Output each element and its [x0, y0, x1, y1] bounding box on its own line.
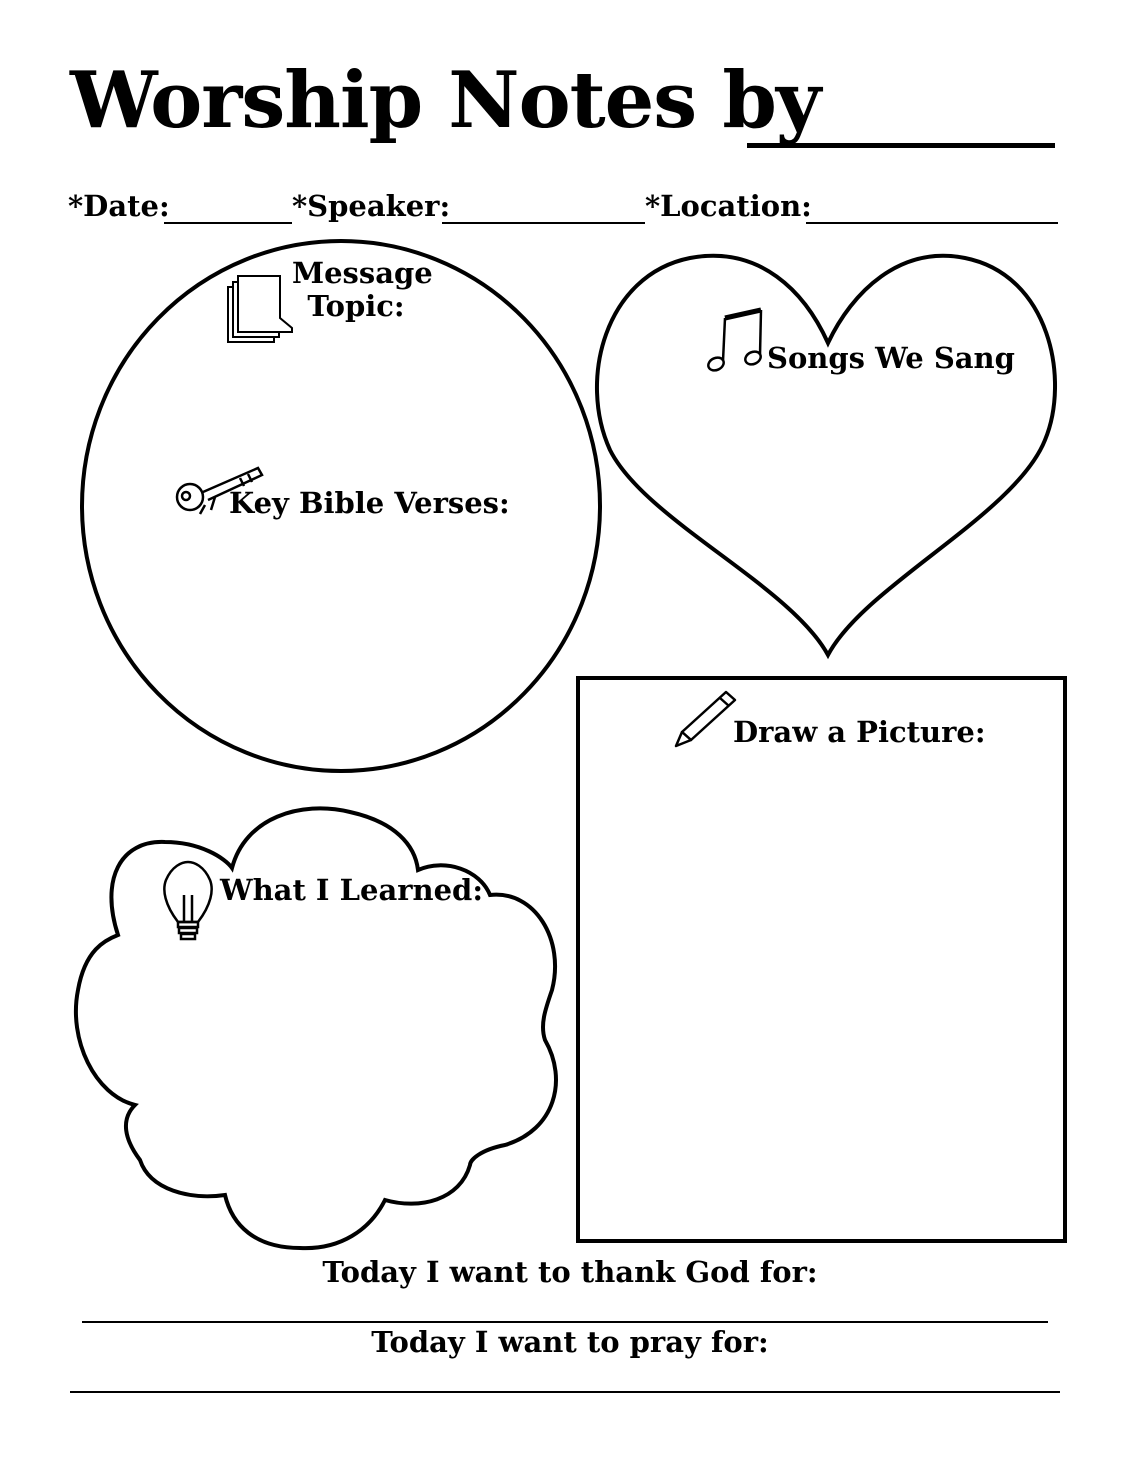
date-blank-line[interactable]	[164, 222, 292, 224]
key-icon	[175, 466, 264, 515]
speaker-label: *Speaker:	[292, 189, 451, 223]
message-topic-label: Message Topic:	[292, 256, 433, 324]
lightbulb-icon	[163, 860, 213, 941]
location-label: *Location:	[645, 189, 812, 223]
date-label: *Date:	[68, 189, 170, 223]
draw-a-picture-label: Draw a Picture:	[733, 715, 986, 749]
thank-god-write-line[interactable]	[82, 1321, 1048, 1323]
thank-god-prompt: Today I want to thank God for:	[322, 1255, 818, 1289]
pencil-icon	[674, 690, 737, 748]
speaker-blank-line[interactable]	[442, 222, 645, 224]
message-oval[interactable]	[80, 239, 602, 773]
what-i-learned-label: What I Learned:	[220, 873, 484, 907]
pray-for-write-line[interactable]	[70, 1391, 1060, 1393]
draw-picture-box[interactable]	[576, 676, 1067, 1243]
key-bible-verses-label: Key Bible Verses:	[229, 486, 510, 520]
location-blank-line[interactable]	[806, 222, 1058, 224]
notepad-icon	[227, 275, 293, 343]
name-blank-line[interactable]	[747, 143, 1055, 148]
songs-we-sang-label: Songs We Sang	[767, 341, 1015, 375]
page-title: Worship Notes by	[70, 55, 821, 146]
songs-heart[interactable]	[595, 253, 1057, 660]
learned-cloud[interactable]	[73, 806, 558, 1251]
pray-for-prompt: Today I want to pray for:	[371, 1325, 769, 1359]
music-note-icon	[707, 307, 763, 372]
